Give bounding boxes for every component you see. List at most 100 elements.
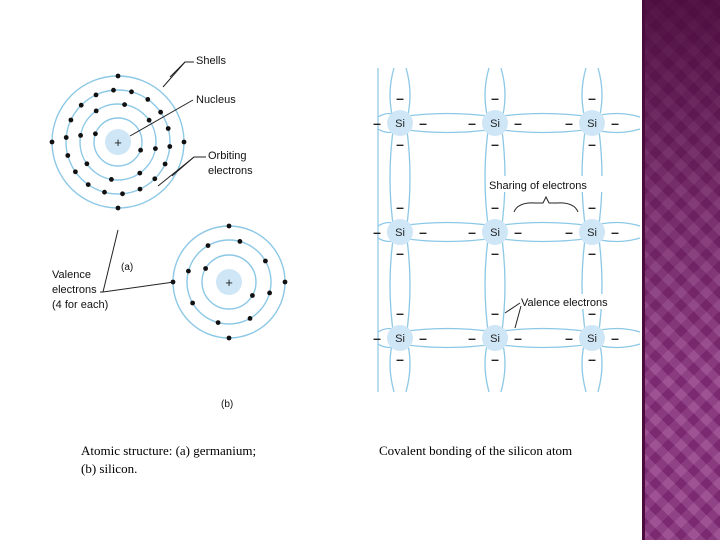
valence-electron: –: [373, 224, 381, 240]
electron-dot: [203, 266, 209, 271]
valence-electron: –: [373, 330, 381, 346]
valence-electron: –: [396, 90, 404, 106]
electron-dot: [146, 117, 152, 123]
part-a-label: (a): [121, 262, 133, 273]
silicon-atom-node: [579, 219, 605, 245]
valence-electron: –: [588, 351, 596, 367]
valence-electron: –: [419, 224, 427, 240]
electron-dot: [93, 131, 98, 137]
valence-electron: –: [419, 115, 427, 131]
electron-dot: [152, 176, 158, 182]
valence-electron: –: [565, 224, 573, 240]
valence-electron: –: [491, 136, 499, 152]
electron-dot: [162, 161, 168, 167]
valence-electron: –: [588, 305, 596, 321]
electron-dot: [158, 109, 164, 115]
lattice-electrons: ––––––––––––––––––––––––––––––––––––: [373, 90, 619, 367]
electron-dot: [282, 279, 288, 285]
electron-dot: [138, 147, 144, 153]
valence-label-line2: electrons: [52, 284, 97, 296]
electron-dot: [49, 139, 55, 145]
electron-dot: [263, 258, 268, 264]
electron-dot: [250, 293, 255, 298]
valence-electron: –: [491, 199, 499, 215]
silicon-atom-node: [579, 325, 605, 351]
electron-dot: [65, 153, 71, 158]
orbiting-label-line1: Orbiting: [208, 150, 247, 162]
electron-dot: [68, 117, 74, 123]
electron-dot: [205, 243, 211, 249]
electron-dot: [122, 102, 127, 107]
electron-dot: [63, 135, 69, 140]
valence-electron: –: [611, 330, 619, 346]
valence-electron: –: [396, 351, 404, 367]
electron-dot: [115, 205, 121, 211]
left-annotations: Shells Nucleus Orbiting electrons Valenc…: [52, 55, 253, 410]
nucleus-label: Nucleus: [196, 94, 236, 106]
electron-dot: [78, 133, 83, 138]
valence-electron: –: [491, 351, 499, 367]
valence-electron: –: [514, 330, 522, 346]
electron-dot: [153, 146, 158, 152]
electron-dot: [167, 144, 173, 149]
valence-electron: –: [565, 330, 573, 346]
electron-dot: [120, 191, 125, 197]
electron-dot: [145, 97, 151, 102]
part-b-label: (b): [221, 399, 233, 410]
valence-electron: –: [396, 245, 404, 261]
valence-electron: –: [468, 224, 476, 240]
valence-electron: –: [588, 245, 596, 261]
silicon-symbol: Si: [395, 227, 405, 239]
caption-atomic-structure: Atomic structure: (a) germanium; (b) sil…: [81, 442, 331, 478]
valence-electron: –: [565, 115, 573, 131]
shells-label: Shells: [196, 55, 226, 67]
silicon-symbol: Si: [490, 118, 500, 130]
germanium-electrons: [49, 73, 187, 211]
valence-electron: –: [396, 136, 404, 152]
electron-dot: [73, 169, 78, 175]
electron-dot: [93, 108, 99, 114]
silicon-atom-node: [579, 110, 605, 136]
electron-dot: [137, 186, 143, 192]
sharing-electrons-label: Sharing of electrons: [489, 180, 587, 192]
valence-label-line1: Valence: [52, 269, 91, 281]
silicon-symbol: Si: [395, 118, 405, 130]
valence-electron: –: [396, 199, 404, 215]
electron-dot: [84, 161, 90, 167]
electron-dot: [102, 189, 107, 195]
valence-electron: –: [514, 224, 522, 240]
valence-electron: –: [611, 115, 619, 131]
silicon-atom: +: [170, 223, 288, 341]
silicon-symbol: Si: [490, 227, 500, 239]
valence-label-line3: (4 for each): [52, 299, 108, 311]
valence-electron: –: [588, 136, 596, 152]
silicon-symbol: Si: [587, 227, 597, 239]
valence-electrons-label: Valence electrons: [521, 297, 608, 309]
silicon-atom-node: [387, 219, 413, 245]
electron-dot: [93, 92, 99, 98]
electron-dot: [186, 268, 191, 274]
electron-dot: [109, 177, 114, 182]
valence-electron: –: [373, 115, 381, 131]
electron-dot: [237, 239, 243, 244]
electron-dot: [267, 290, 272, 296]
electron-dot: [85, 182, 91, 188]
germanium-atom: +: [49, 73, 187, 211]
electron-dot: [78, 102, 84, 108]
valence-electron: –: [514, 115, 522, 131]
caption-right-text: Covalent bonding of the silicon atom: [379, 443, 573, 458]
valence-electron: –: [588, 199, 596, 215]
orbiting-label-line2: electrons: [208, 165, 253, 177]
decorative-sidebar: [642, 0, 720, 540]
valence-electron: –: [491, 305, 499, 321]
silicon-atom-node: [482, 325, 508, 351]
silicon-symbol: Si: [587, 333, 597, 345]
electron-dot: [190, 300, 196, 306]
electron-dot: [111, 87, 116, 93]
electron-dot: [115, 73, 121, 79]
germanium-nucleus: [105, 129, 131, 155]
valence-electron: –: [611, 224, 619, 240]
silicon-atom-node: [387, 110, 413, 136]
